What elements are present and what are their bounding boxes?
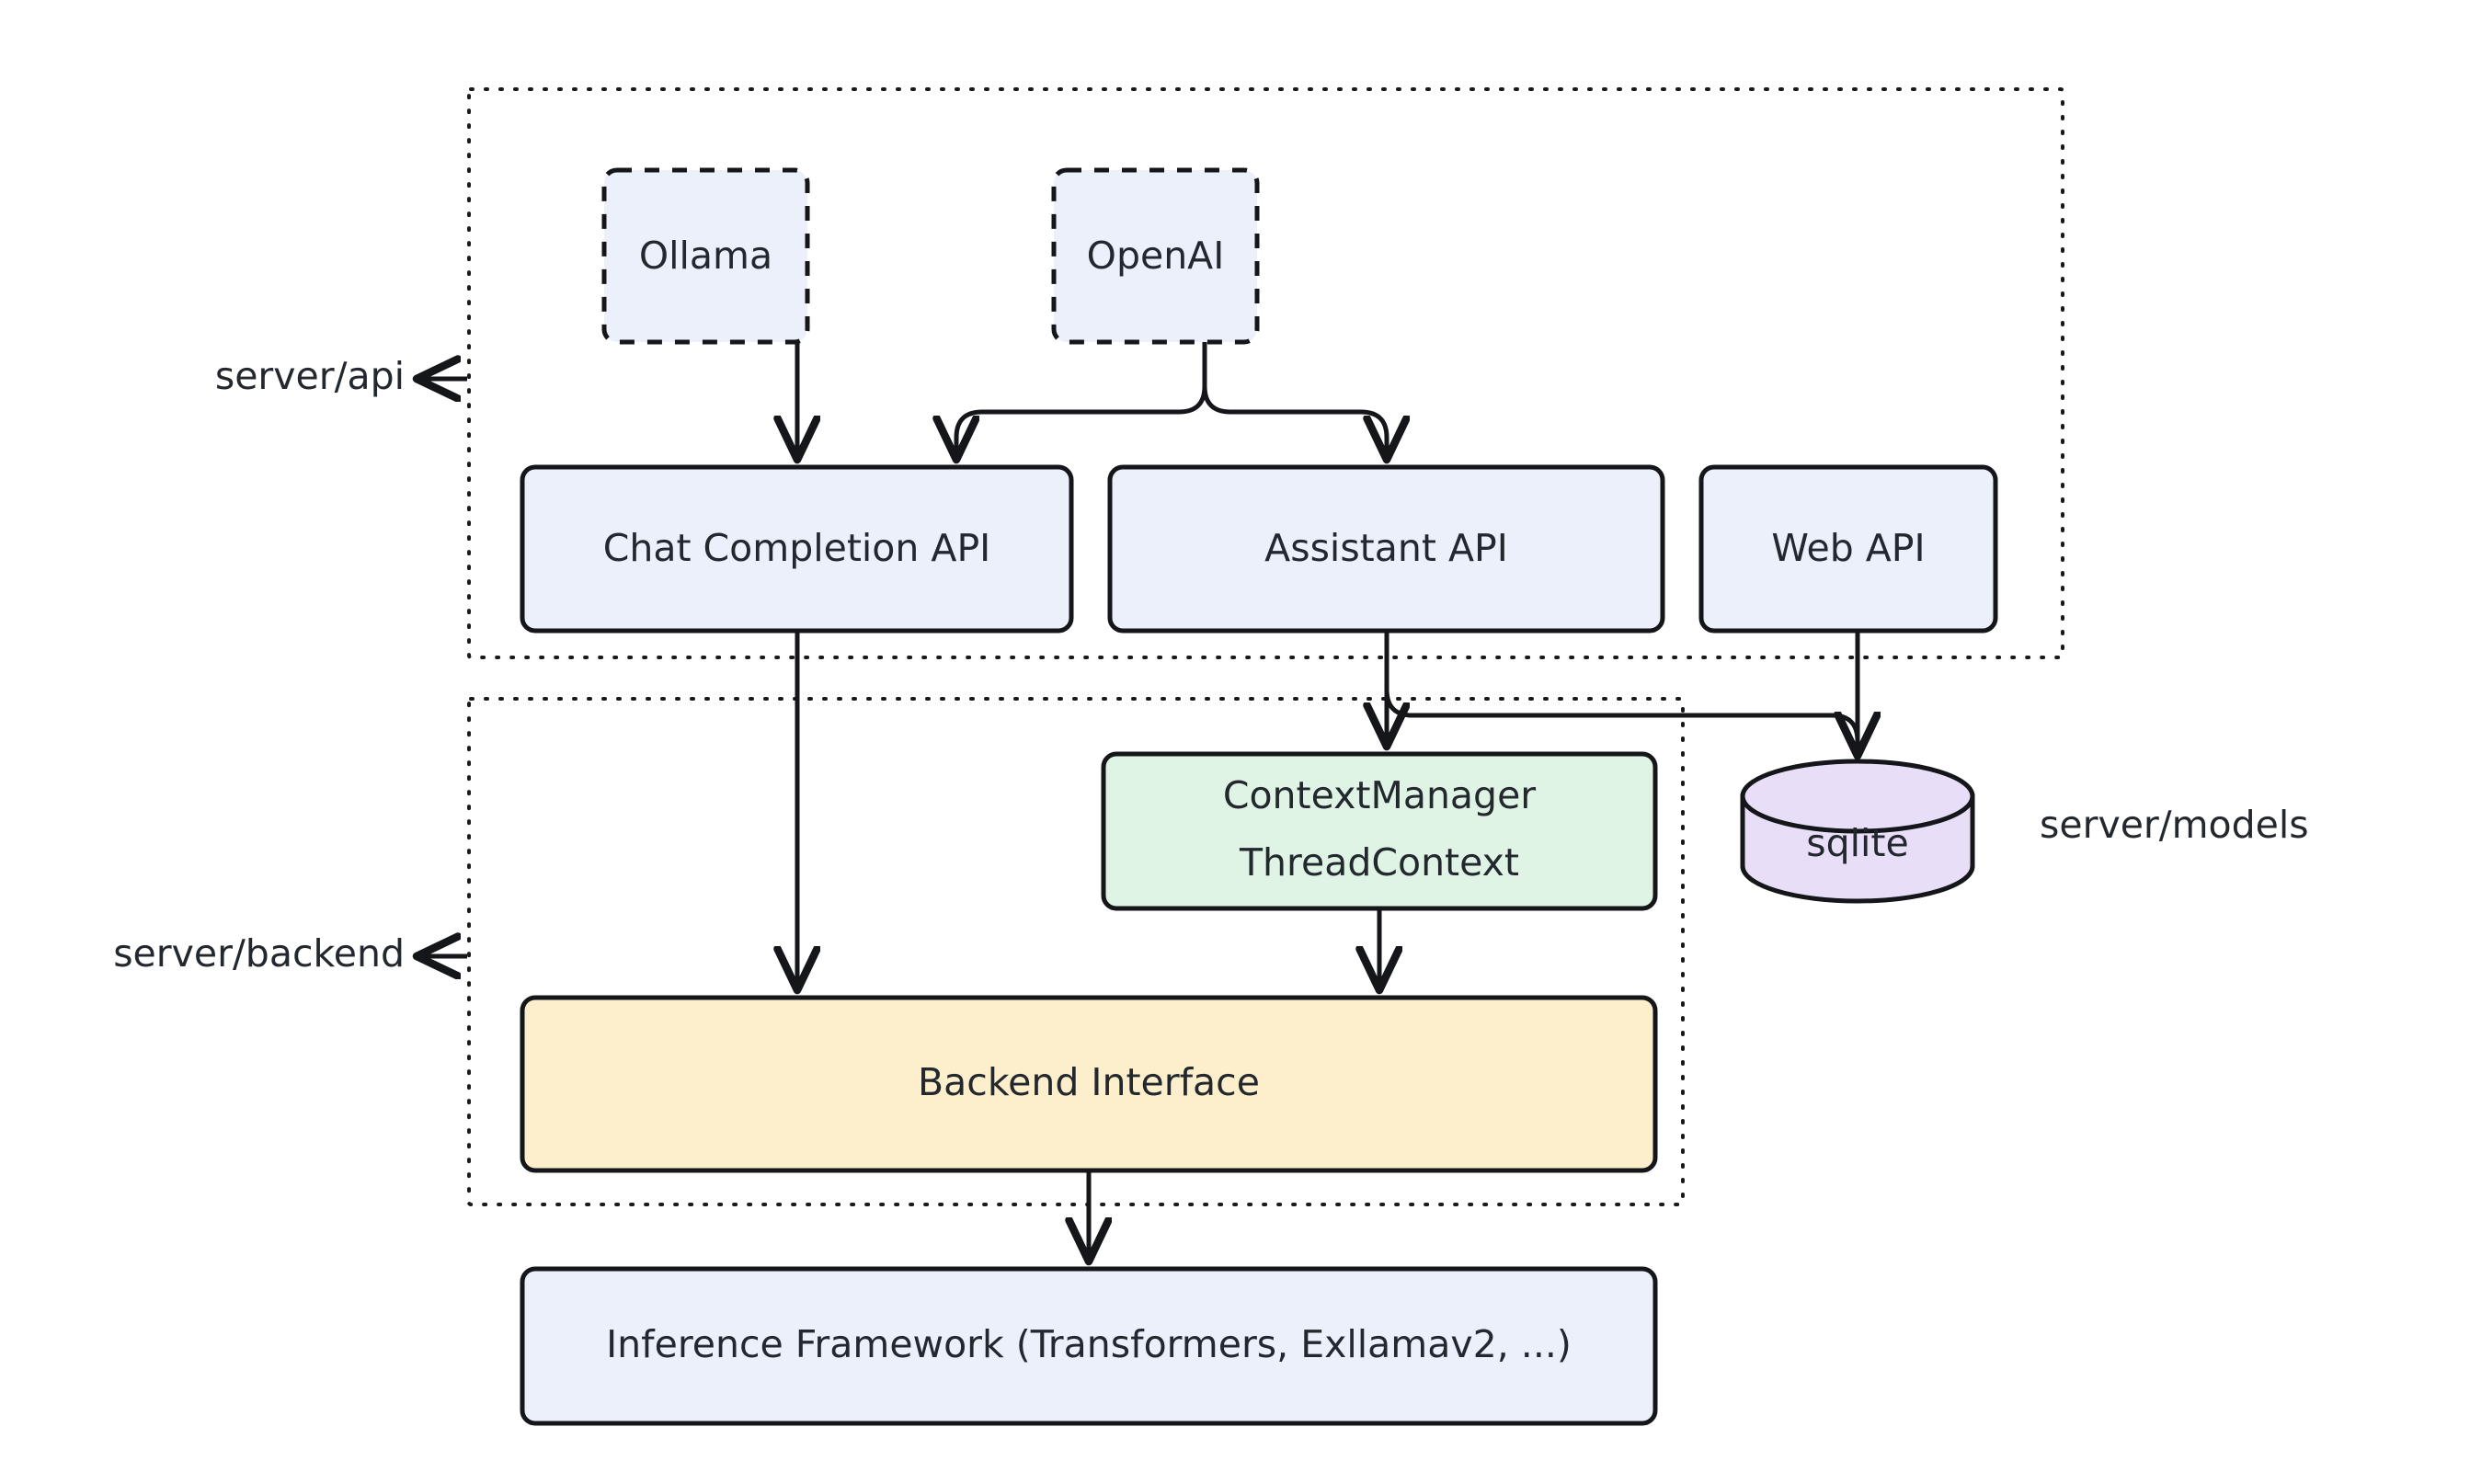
- group-label-server-backend-text: server/backend: [113, 931, 405, 976]
- node-ollama[interactable]: Ollama: [601, 167, 810, 345]
- group-label-server-backend: server/backend: [113, 931, 467, 976]
- node-openai[interactable]: OpenAI: [1051, 167, 1260, 345]
- node-context-manager[interactable]: ContextManager ThreadContext: [1101, 751, 1658, 911]
- node-sqlite-cylinder-top: [1740, 759, 1975, 834]
- group-label-server-models-text: server/models: [2040, 803, 2309, 847]
- node-backend-interface-label: Backend Interface: [918, 1060, 1260, 1104]
- node-ollama-label: Ollama: [639, 234, 772, 278]
- node-chat-completion-api-box: [520, 464, 1074, 634]
- node-assistant-api[interactable]: Assistant API: [1107, 464, 1665, 634]
- node-web-api-label: Web API: [1771, 526, 1925, 570]
- node-context-manager-box: [1101, 751, 1658, 911]
- node-inference-framework-label: Inference Framework (Transformers, Exlla…: [606, 1322, 1572, 1366]
- edge-openai-to-chat-completion-api: [956, 342, 1207, 458]
- edge-openai-to-assistant-api: [1202, 342, 1387, 458]
- node-context-manager-label-line2: ThreadContext: [1239, 840, 1519, 885]
- node-backend-interface-box: [520, 995, 1658, 1173]
- node-openai-box: [1051, 167, 1260, 345]
- node-backend-interface[interactable]: Backend Interface: [520, 995, 1658, 1173]
- node-openai-label: OpenAI: [1087, 234, 1225, 278]
- node-assistant-api-label: Assistant API: [1264, 526, 1508, 570]
- node-inference-framework-box: [520, 1266, 1658, 1426]
- node-inference-framework[interactable]: Inference Framework (Transformers, Exlla…: [520, 1266, 1658, 1426]
- node-ollama-box: [601, 167, 810, 345]
- node-sqlite[interactable]: sqlite: [1740, 759, 1975, 904]
- node-web-api-box: [1698, 464, 1998, 634]
- node-sqlite-label: sqlite: [1806, 821, 1908, 865]
- group-container-server-api: [467, 87, 2064, 659]
- node-assistant-api-box: [1107, 464, 1665, 634]
- group-label-server-api-text: server/api: [215, 354, 405, 398]
- node-chat-completion-api-label: Chat Completion API: [603, 526, 991, 570]
- group-container-server-backend: [467, 697, 1685, 1206]
- node-context-manager-label-line1: ContextManager: [1223, 773, 1536, 817]
- edge-assistant-api-to-sqlite: [1384, 631, 1858, 754]
- node-chat-completion-api[interactable]: Chat Completion API: [520, 464, 1074, 634]
- group-label-server-api: server/api: [215, 354, 467, 398]
- node-web-api[interactable]: Web API: [1698, 464, 1998, 634]
